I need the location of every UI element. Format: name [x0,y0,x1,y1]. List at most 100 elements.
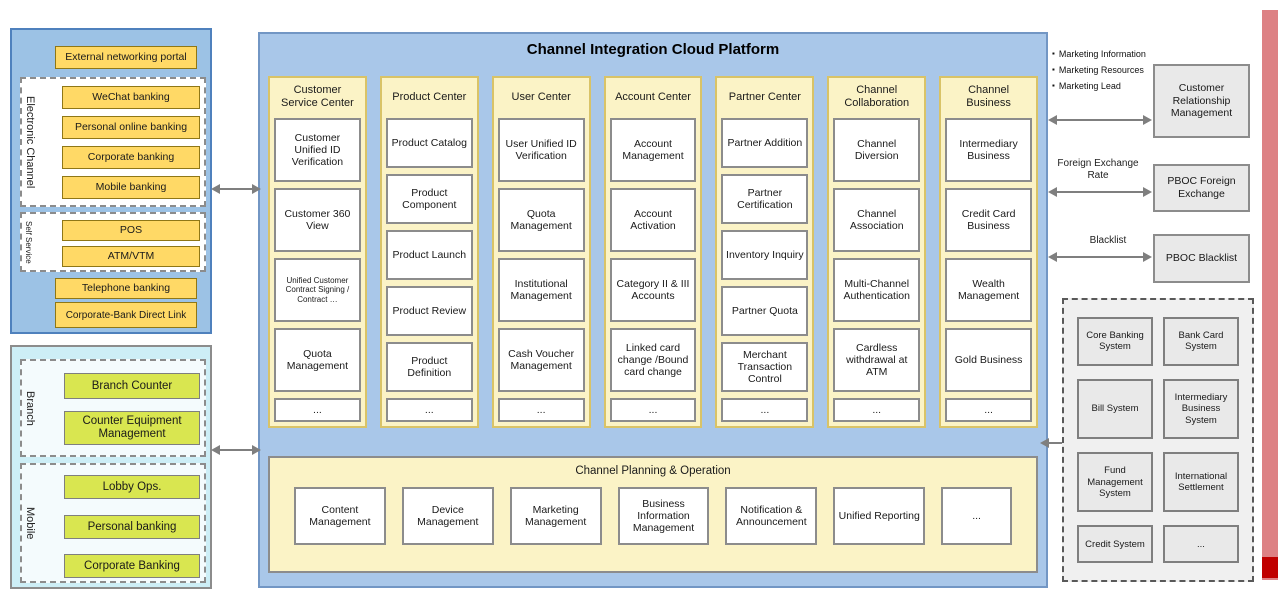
self-service-group: Self Service POS ATM/VTM [20,212,206,272]
system-box-credit: Credit System [1077,525,1153,563]
bullet-icon: ▪ [1052,64,1055,74]
column-header: Partner Center [728,90,801,103]
platform-item: Multi-Channel Authentication [833,258,921,322]
channel-box-corporate-bank-direct-link: Corporate-Bank Direct Link [55,302,197,328]
platform-item: Intermediary Business [945,118,1033,182]
platform-item: Product Catalog [385,118,473,168]
planning-item-more: ... [941,487,1013,545]
column-header: User Center [511,90,571,103]
column-header: Product Center [392,90,467,103]
planning-item: Content Management [294,487,386,545]
column-product-center: Product Center Product Catalog Product C… [379,76,479,428]
platform-item: Gold Business [945,328,1033,392]
platform-item: Quota Management [274,328,361,392]
platform-item-more: ... [609,398,697,422]
channel-box-corporate-banking: Corporate banking [62,146,200,169]
system-box-international-settlement: International Settlement [1163,452,1239,513]
planning-item: Notification & Announcement [725,487,818,545]
channel-box-corporate-banking-mobile: Corporate Banking [64,554,200,578]
platform-item: Product Component [385,174,473,224]
column-user-center: User Center User Unified ID Verification… [491,76,591,428]
channel-box-pos: POS [62,220,200,241]
foreign-exchange-rate-label: Foreign Exchange Rate [1057,158,1139,181]
system-box-bank-card: Bank Card System [1163,317,1239,366]
platform-item-more: ... [385,398,473,422]
channel-planning-operation-band: Channel Planning & Operation Content Man… [268,456,1038,573]
platform-item-more: ... [274,398,361,422]
planning-title: Channel Planning & Operation [575,465,731,477]
electronic-channel-label: Electronic Channel [24,95,36,189]
column-channel-business: Channel Business Intermediary Business C… [939,76,1039,428]
platform-item: Cardless withdrawal at ATM [833,328,921,392]
column-channel-collaboration: Channel Collaboration Channel Diversion … [827,76,927,428]
channel-box-wechat-banking: WeChat banking [62,86,200,109]
system-box-fund-management: Fund Management System [1077,452,1153,513]
mobile-group: Mobile Lobby Ops. Personal banking Corpo… [20,463,206,583]
back-end-systems-group: Core Banking System Bank Card System Bil… [1062,298,1254,582]
platform-item: Channel Diversion [833,118,921,182]
bullet-item: ▪ Marketing Lead [1052,80,1152,92]
channel-box-personal-online-banking: Personal online banking [62,116,200,139]
planning-items: Content Management Device Management Mar… [270,477,1036,545]
platform-item: Partner Quota [721,286,809,336]
column-header: Channel Collaboration [844,84,910,109]
arrow-platform-to-pboc-fx [1048,187,1152,197]
platform-item-more: ... [497,398,585,422]
platform-item-more: ... [945,398,1033,422]
system-box-core-banking: Core Banking System [1077,317,1153,366]
crm-box: Customer Relationship Management [1153,64,1250,138]
platform-item: Partner Addition [721,118,809,168]
blacklist-label: Blacklist [1089,235,1127,246]
channel-box-telephone-banking: Telephone banking [55,278,197,299]
platform-item: Quota Management [497,188,585,252]
arrow-platform-to-crm [1048,115,1152,125]
right-edge-red-bar [1262,10,1278,580]
platform-item: Credit Card Business [945,188,1033,252]
branch-group: Branch Branch Counter Counter Equipment … [20,359,206,457]
channel-box-lobby-ops: Lobby Ops. [64,475,200,499]
platform-item: Category II & III Accounts [609,258,697,322]
platform-item-more: ... [721,398,809,422]
pboc-blacklist-box: PBOC Blacklist [1153,234,1250,283]
channel-box-personal-banking: Personal banking [64,515,200,539]
bullet-label: Marketing Resources [1058,64,1144,75]
system-box-bill: Bill System [1077,378,1153,440]
arrow-platform-to-pboc-blacklist [1048,252,1152,262]
channel-box-counter-equipment-management: Counter Equipment Management [64,411,200,445]
column-header: Channel Business [966,84,1011,109]
right-edge-red-bar-cap [1262,557,1278,578]
bullet-label: Marketing Information [1058,49,1146,59]
bullet-item: ▪ Marketing Information [1052,49,1152,60]
platform-item: Linked card change /Bound card change [609,328,697,392]
platform-item-more: ... [833,398,921,422]
channel-box-external-portal: External networking portal [55,46,197,69]
channel-box-mobile-banking: Mobile banking [62,176,200,199]
platform-item: Cash Voucher Management [497,328,585,392]
platform-item: Partner Certification [721,174,809,224]
channel-box-atm-vtm: ATM/VTM [62,246,200,267]
bullet-icon: ▪ [1052,80,1055,90]
platform-item: Inventory Inquiry [721,230,809,280]
self-service-label: Self Service [24,220,33,264]
platform-item: Product Launch [385,230,473,280]
platform-item: Product Review [385,286,473,336]
platform-item: Wealth Management [945,258,1033,322]
platform-item: Merchant Transaction Control [721,342,809,392]
platform-item: Product Definition [385,342,473,392]
platform-item: Customer 360 View [274,188,361,252]
system-box-more: ... [1163,525,1239,563]
electronic-channel-group: Electronic Channel WeChat banking Person… [20,77,206,207]
column-partner-center: Partner Center Partner Addition Partner … [715,76,815,428]
column-account-center: Account Center Account Management Accoun… [603,76,703,428]
platform-item: Channel Association [833,188,921,252]
planning-item: Business Information Management [617,487,710,545]
platform-item: User Unified ID Verification [497,118,585,182]
arrow-electronic-to-platform [211,184,261,194]
bullet-label: Marketing Lead [1058,80,1121,91]
platform-item: Account Activation [609,188,697,252]
bullet-item: ▪ Marketing Resources [1052,64,1152,76]
column-header: Customer Service Center [281,84,354,109]
column-customer-service-center: Customer Service Center Customer Unified… [268,76,367,428]
branch-label: Branch [24,390,36,426]
channel-box-branch-counter: Branch Counter [64,373,200,399]
